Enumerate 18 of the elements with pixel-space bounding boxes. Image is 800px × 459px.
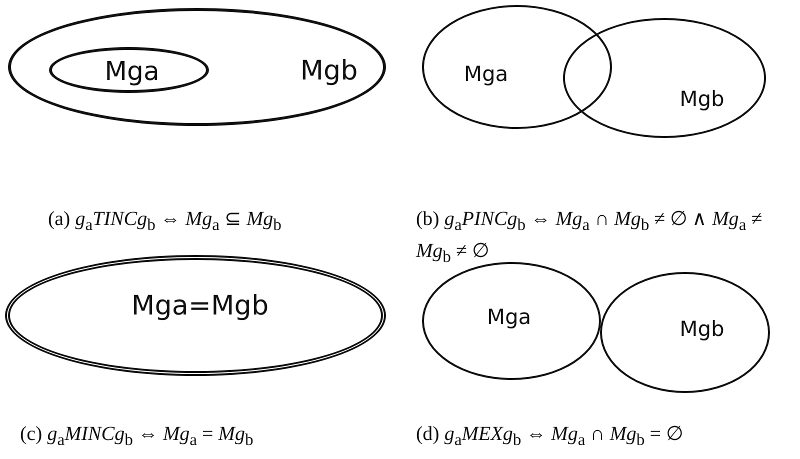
set-ellipse <box>563 18 766 138</box>
set-ellipse <box>5 255 386 376</box>
set-name: Mgb <box>680 317 724 341</box>
subfigure-caption: (c) g$_{a}$MINCg$_{b}$ ⇔ Mg$_{a}$ = Mg$_{b}$ <box>20 422 254 451</box>
set-ellipse <box>600 272 770 393</box>
set-ellipse <box>422 262 601 380</box>
subfigure-caption: (a) g$_{a}$TINCg$_{b}$ ⇔ Mg$_{a}$ ⊆ Mg$_{b}$ <box>48 207 282 236</box>
set-name: Mgb <box>680 87 724 111</box>
subfigure-caption: (d) g$_{a}$MEXg$_{b}$ ⇔ Mg$_{a}$ ∩ Mg$_{b}$ = ∅ <box>416 422 684 451</box>
set-ellipse <box>422 5 612 129</box>
subfigure-caption: (b) g$_{a}$PINCg$_{b}$ ⇔ Mg$_{a}$ ∩ Mg$_{b}$ ≠ ∅ ∧ Mg$_{a}$ ≠ Mg$_{b}$ ≠ ∅ <box>416 207 764 268</box>
set-name: Mga <box>486 305 532 329</box>
set-ellipse <box>49 47 209 93</box>
set-name: Mgb <box>300 56 358 86</box>
set-name: Mga <box>464 62 508 86</box>
set-ellipse <box>8 8 386 126</box>
set-name: Mga=Mgb <box>131 290 269 322</box>
set-name: Mga <box>104 57 160 87</box>
